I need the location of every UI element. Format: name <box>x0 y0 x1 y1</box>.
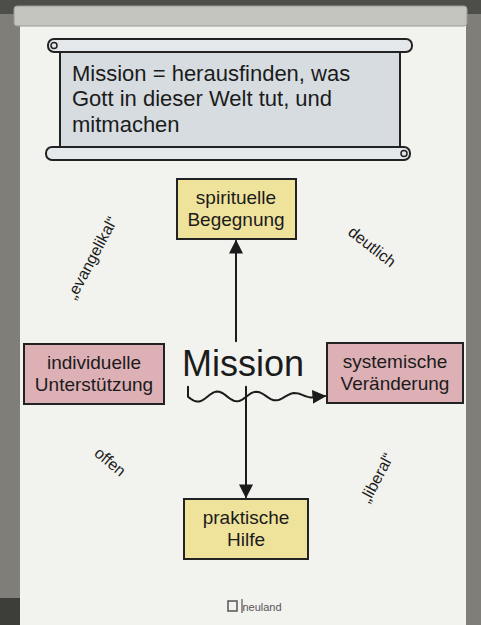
arrow-connector <box>235 241 237 341</box>
pink-box: systemische Veränderung <box>326 342 464 404</box>
axis-label: „liberal“ <box>357 450 398 505</box>
center-word: Mission <box>176 341 310 386</box>
logo-divider <box>241 599 242 613</box>
brand-logo-text: neuland <box>242 601 281 613</box>
arrow-connector <box>188 387 325 402</box>
yellow-box: spirituelle Begegnung <box>176 178 297 240</box>
axis-label: „evangelikal“ <box>63 214 121 302</box>
node-text: praktische Hilfe <box>193 507 299 551</box>
scroll-roll <box>48 39 412 52</box>
yellow-box: praktische Hilfe <box>183 498 309 560</box>
node-text: systemische Veränderung <box>336 351 454 395</box>
clamp-bar <box>14 6 467 26</box>
stand-leg <box>0 598 20 625</box>
axis-label: offen <box>91 444 129 480</box>
node-text: individuelle Unterstützung <box>33 352 155 396</box>
node-text: Mission <box>180 343 306 384</box>
paper-sheet <box>20 22 466 625</box>
pink-box: individuelle Unterstützung <box>23 343 165 405</box>
scroll-curl <box>401 151 407 157</box>
scroll-curl <box>51 43 57 49</box>
node-text: spirituelle Begegnung <box>186 187 287 231</box>
node-text: Mission = herausfinden, was Gott in dies… <box>72 61 388 137</box>
scroll-body <box>60 45 400 151</box>
scroll-banner: Mission = herausfinden, was Gott in dies… <box>60 49 400 149</box>
axis-label: deutlich <box>345 223 399 271</box>
logo-mark <box>228 601 237 611</box>
arrow-connector <box>245 387 247 497</box>
scroll-roll <box>46 147 410 160</box>
